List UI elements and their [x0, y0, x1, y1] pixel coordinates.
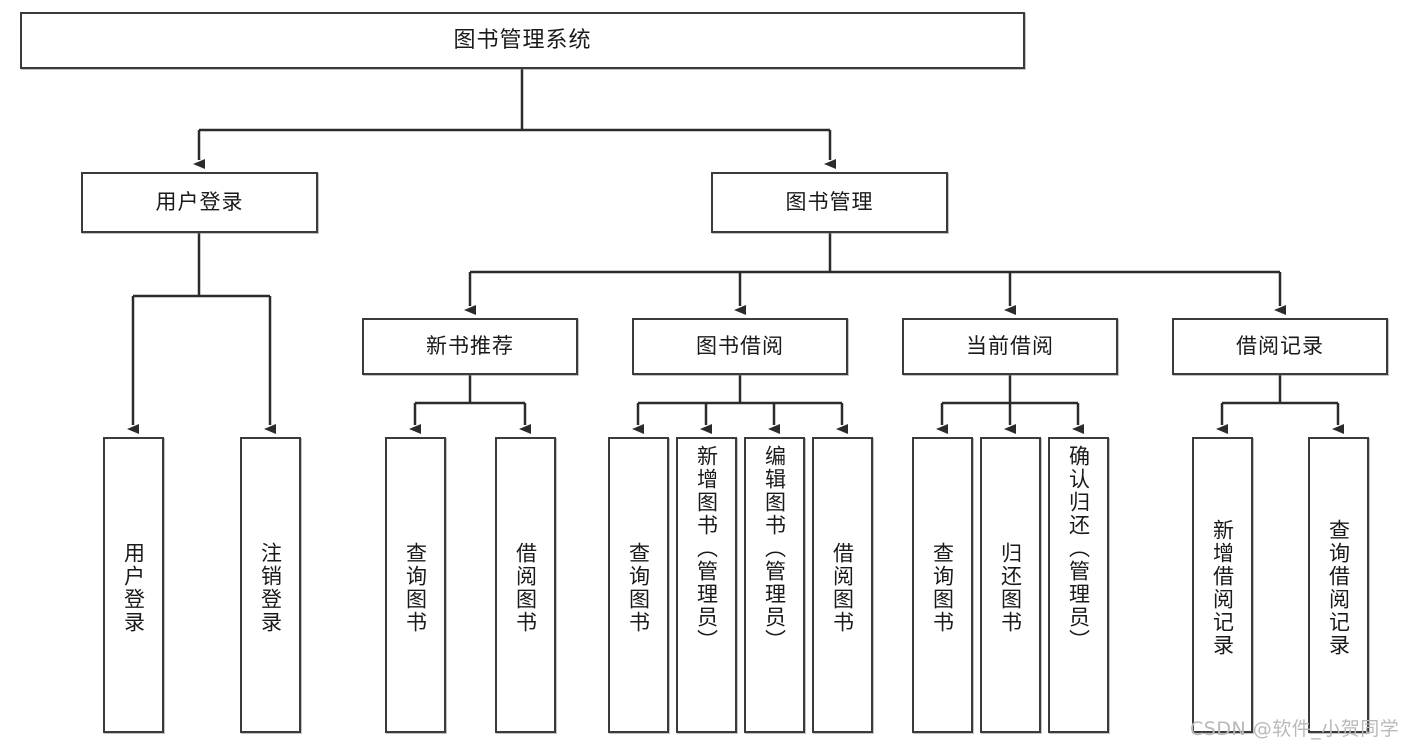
leaf-user-login[interactable]: 用户登录: [103, 437, 164, 733]
node-label: 查询图书: [403, 542, 428, 634]
node-label: 注销登录: [258, 542, 283, 634]
node-label: 查询图书: [930, 542, 955, 634]
node-label: 当前借阅: [966, 334, 1054, 359]
leaf-logout[interactable]: 注销登录: [240, 437, 301, 733]
leaf-query-book-current[interactable]: 查询图书: [912, 437, 973, 733]
node-book-borrow[interactable]: 图书借阅: [632, 318, 848, 375]
node-label: 编辑图书（管理员）: [762, 445, 787, 652]
node-book-management[interactable]: 图书管理: [711, 172, 948, 233]
node-borrow-record[interactable]: 借阅记录: [1172, 318, 1388, 375]
node-label: 新增借阅记录: [1210, 519, 1235, 657]
node-user-login[interactable]: 用户登录: [81, 172, 318, 233]
node-label: 新增图书（管理员）: [694, 445, 719, 652]
leaf-return-book[interactable]: 归还图书: [980, 437, 1041, 733]
node-label: 确认归还（管理员）: [1066, 445, 1091, 652]
node-label: 图书借阅: [696, 334, 784, 359]
node-root-book-management-system[interactable]: 图书管理系统: [20, 12, 1025, 69]
leaf-query-book-recommend[interactable]: 查询图书: [385, 437, 446, 733]
node-label: 图书管理系统: [453, 27, 592, 53]
node-label: 借阅记录: [1236, 334, 1324, 359]
node-label: 借阅图书: [513, 542, 538, 634]
node-label: 新书推荐: [426, 334, 514, 359]
node-label: 借阅图书: [830, 542, 855, 634]
node-label: 归还图书: [998, 542, 1023, 634]
node-label: 图书管理: [785, 190, 874, 215]
leaf-borrow-book[interactable]: 借阅图书: [812, 437, 873, 733]
leaf-query-borrow-record[interactable]: 查询借阅记录: [1308, 437, 1369, 733]
leaf-add-borrow-record[interactable]: 新增借阅记录: [1192, 437, 1253, 733]
leaf-edit-book-admin[interactable]: 编辑图书（管理员）: [744, 437, 805, 733]
leaf-query-book-borrow[interactable]: 查询图书: [608, 437, 669, 733]
node-current-borrow[interactable]: 当前借阅: [902, 318, 1118, 375]
leaf-borrow-book-recommend[interactable]: 借阅图书: [495, 437, 556, 733]
leaf-add-book-admin[interactable]: 新增图书（管理员）: [676, 437, 737, 733]
node-label: 查询图书: [626, 542, 651, 634]
node-new-book-recommend[interactable]: 新书推荐: [362, 318, 578, 375]
leaf-confirm-return-admin[interactable]: 确认归还（管理员）: [1048, 437, 1109, 733]
node-label: 查询借阅记录: [1326, 519, 1351, 657]
node-label: 用户登录: [121, 542, 146, 634]
node-label: 用户登录: [155, 190, 244, 215]
csdn-watermark: CSDN @软件_小贺同学: [1190, 718, 1400, 740]
